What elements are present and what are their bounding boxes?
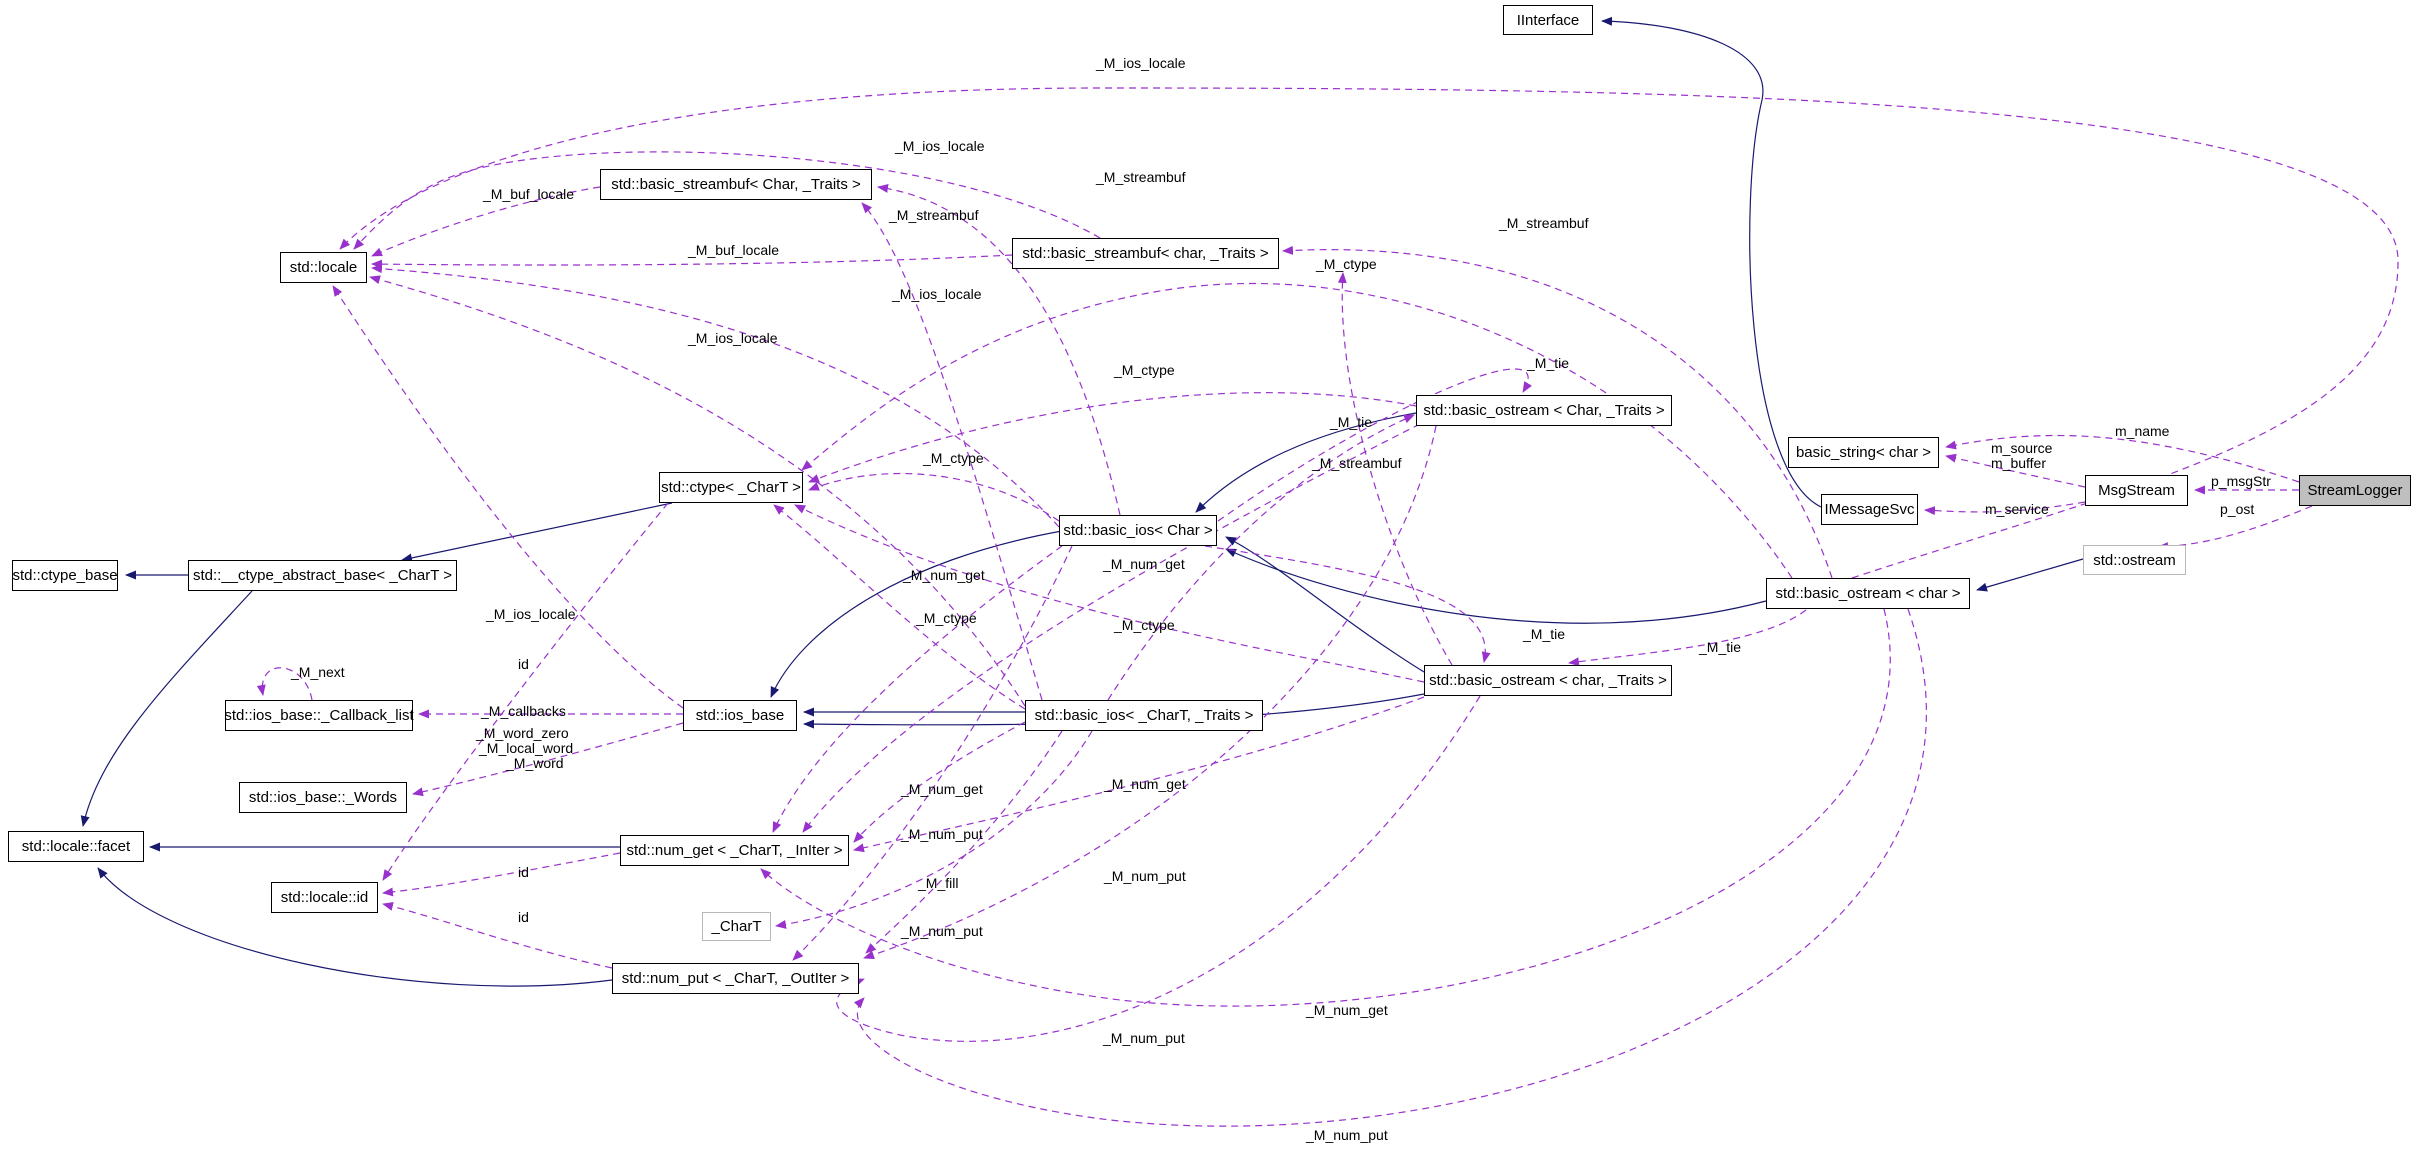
edge-label: _M_local_word [479, 740, 574, 756]
edge-label: _M_num_put [1103, 1030, 1185, 1046]
edge-label: _M_num_get [903, 567, 985, 583]
node-streamlogger: StreamLogger [2299, 475, 2411, 506]
node-basic-ostream-Char-Traits[interactable]: std::basic_ostream < Char, _Traits > [1416, 395, 1672, 426]
node-locale-facet[interactable]: std::locale::facet [8, 831, 144, 862]
edge-label: m_source [1991, 440, 2053, 456]
edge-label: _M_ios_locale [892, 286, 982, 302]
edge-label: _M_callbacks [481, 703, 566, 719]
node-chart: _CharT [702, 912, 771, 941]
edge-label: p_msgStr [2211, 473, 2271, 489]
inheritance-edges [80, 16, 2084, 987]
node-ctype-chart[interactable]: std::ctype< _CharT > [659, 472, 803, 503]
member-edges [256, 87, 2399, 1127]
edge-label: _M_ctype [1316, 256, 1377, 272]
node-locale-id[interactable]: std::locale::id [271, 882, 378, 913]
edge-label: _M_num_put [901, 923, 983, 939]
node-iinterface[interactable]: IInterface [1503, 5, 1593, 35]
edge-label: _M_next [291, 664, 345, 680]
node-basic-ostream-char-Traits[interactable]: std::basic_ostream < char, _Traits > [1424, 665, 1672, 696]
edge-label: m_name [2115, 423, 2170, 439]
node-imessagesvc[interactable]: IMessageSvc [1821, 494, 1918, 525]
edge-label: p_ost [2220, 501, 2255, 517]
node-ctype-base[interactable]: std::ctype_base [12, 560, 118, 591]
edge-label: id [518, 909, 529, 925]
node-num-get[interactable]: std::num_get < _CharT, _InIter > [620, 835, 849, 866]
edge-label: _M_num_get [901, 781, 983, 797]
node-words[interactable]: std::ios_base::_Words [239, 782, 407, 813]
edge-label: _M_streambuf [1312, 455, 1402, 471]
edge-label: _M_ios_locale [688, 330, 778, 346]
edge-label: _M_ios_locale [486, 606, 576, 622]
edge-label: _M_streambuf [1499, 215, 1589, 231]
edge-label: _M_num_put [1104, 868, 1186, 884]
edge-label: _M_streambuf [1096, 169, 1186, 185]
edge-label: _M_tie [1699, 639, 1742, 655]
node-num-put[interactable]: std::num_put < _CharT, _OutIter > [612, 963, 859, 994]
edge-label: id [518, 864, 529, 880]
node-basic-streambuf-Char-Traits[interactable]: std::basic_streambuf< Char, _Traits > [600, 169, 872, 200]
edge-label: _M_ios_locale [895, 138, 985, 154]
edge-label: _M_ctype [916, 610, 977, 626]
edge-label: _M_tie [1330, 414, 1373, 430]
node-callback-list[interactable]: std::ios_base::_Callback_list [224, 700, 414, 731]
node-ios-base[interactable]: std::ios_base [683, 700, 797, 731]
edge-label: _M_word [506, 755, 564, 771]
node-std-ostream: std::ostream [2083, 545, 2186, 575]
edge-label: _M_streambuf [889, 207, 979, 223]
edge-label: _M_ios_locale [1096, 55, 1186, 71]
edge-label: id [518, 656, 529, 672]
edge-label: _M_tie [1523, 626, 1566, 642]
edge-label: _M_buf_locale [688, 242, 780, 258]
edge-label: _M_num_put [1306, 1127, 1388, 1143]
node-ctype-abstract-base[interactable]: std::__ctype_abstract_base< _CharT > [188, 560, 457, 591]
node-basic-streambuf-char-Traits[interactable]: std::basic_streambuf< char, _Traits > [1012, 238, 1279, 269]
edge-label: _M_num_put [901, 826, 983, 842]
node-basic-ios-CharT-Traits[interactable]: std::basic_ios< _CharT, _Traits > [1025, 700, 1263, 731]
edge-label: _M_buf_locale [483, 186, 575, 202]
node-msgstream[interactable]: MsgStream [2085, 475, 2188, 506]
node-basic-ios-Char[interactable]: std::basic_ios< Char > [1059, 515, 1217, 546]
node-basic-ostream-char[interactable]: std::basic_ostream < char > [1766, 578, 1970, 609]
edge-label: _M_ctype [1114, 617, 1175, 633]
node-basic-string-char[interactable]: basic_string< char > [1788, 437, 1939, 468]
node-std-locale[interactable]: std::locale [280, 252, 367, 283]
edge-label: m_buffer [1991, 455, 2046, 471]
edge-label: _M_ctype [923, 450, 984, 466]
edge-label: _M_fill [918, 875, 959, 891]
edge-label: _M_num_get [1104, 776, 1186, 792]
edge-label: _M_ctype [1114, 362, 1175, 378]
edge-label: m_service [1985, 501, 2049, 517]
edge-label: _M_num_get [1103, 556, 1185, 572]
edge-label: _M_num_get [1306, 1002, 1388, 1018]
edge-label: _M_word_zero [476, 725, 569, 741]
edge-label: _M_tie [1527, 355, 1570, 371]
